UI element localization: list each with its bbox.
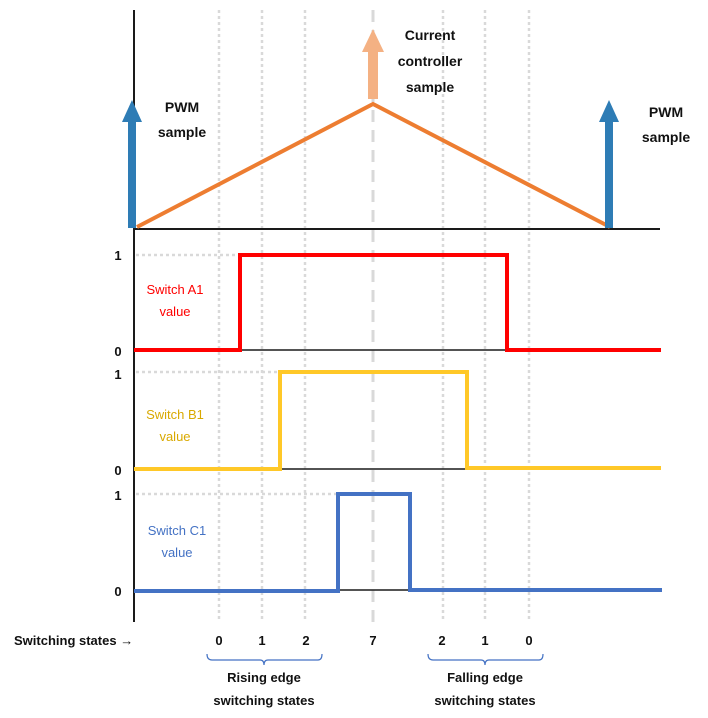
switching-state-tick: 1 bbox=[258, 633, 265, 648]
falling-edge-brace-icon bbox=[427, 653, 544, 666]
pwm-sample-arrow-right-icon bbox=[599, 100, 619, 228]
pwm-label-left: PWM bbox=[165, 99, 199, 115]
controller-sample-arrow-icon bbox=[362, 29, 384, 99]
switch-b1-label: Switch B1 bbox=[146, 407, 204, 422]
switching-state-tick: 7 bbox=[369, 633, 376, 648]
c1-level-1: 1 bbox=[114, 488, 121, 503]
switching-state-tick: 2 bbox=[302, 633, 309, 648]
level-guides bbox=[136, 253, 338, 496]
switching-state-tick: 0 bbox=[525, 633, 532, 648]
switch-a1-label: Switch A1 bbox=[146, 282, 203, 297]
rising-edge-label: Rising edge bbox=[227, 670, 301, 685]
controller-label-3: sample bbox=[406, 79, 454, 95]
c1-level-0: 0 bbox=[114, 584, 121, 599]
switching-state-tick: 0 bbox=[215, 633, 222, 648]
switching-states-label: Switching states → bbox=[14, 633, 133, 648]
rising-edge-label-sub: switching states bbox=[213, 693, 314, 708]
switch-c1-label: Switch C1 bbox=[148, 523, 207, 538]
triangular-carrier bbox=[136, 101, 611, 229]
controller-label-2: controller bbox=[398, 53, 463, 69]
pwm-label-right: PWM bbox=[649, 104, 683, 120]
switch-b1-waveform bbox=[134, 370, 661, 471]
switch-b1-label-sub: value bbox=[159, 429, 190, 444]
switching-state-tick: 1 bbox=[481, 633, 488, 648]
switch-a1-label-sub: value bbox=[159, 304, 190, 319]
switch-a1-waveform bbox=[134, 253, 661, 352]
pwm-label-left-sub: sample bbox=[158, 124, 206, 140]
a1-level-1: 1 bbox=[114, 248, 121, 263]
controller-label-1: Current bbox=[405, 27, 456, 43]
falling-edge-label-sub: switching states bbox=[434, 693, 535, 708]
switch-c1-waveform bbox=[134, 492, 662, 593]
pwm-label-right-sub: sample bbox=[642, 129, 690, 145]
b1-level-0: 0 bbox=[114, 463, 121, 478]
b1-level-1: 1 bbox=[114, 367, 121, 382]
switch-c1-label-sub: value bbox=[161, 545, 192, 560]
switching-state-tick: 2 bbox=[438, 633, 445, 648]
a1-level-0: 0 bbox=[114, 344, 121, 359]
gridlines bbox=[217, 10, 531, 622]
pwm-sample-arrow-left-icon bbox=[122, 100, 142, 228]
rising-edge-brace-icon bbox=[206, 653, 323, 666]
falling-edge-label: Falling edge bbox=[447, 670, 523, 685]
